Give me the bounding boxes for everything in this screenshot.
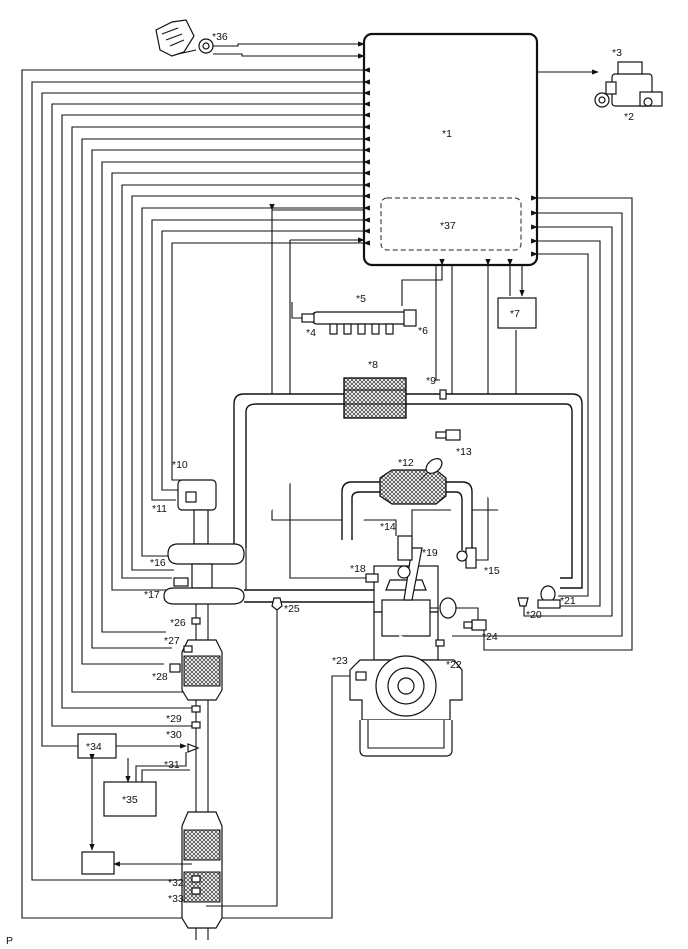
label-intercooler: *8 — [368, 359, 378, 371]
label-s14: *14 — [380, 521, 396, 533]
supply-pump-icon — [594, 61, 663, 108]
label-rail-left: *4 — [306, 327, 316, 339]
vacuum-actuator-icon — [430, 597, 487, 631]
label-egr-cooler: *12 — [398, 457, 414, 469]
sensor-31 — [187, 743, 200, 753]
sensor-28 — [169, 663, 181, 673]
label-s11: *11 — [152, 503, 167, 515]
egr-loop — [341, 481, 473, 550]
sensor-18 — [365, 573, 379, 583]
signal-wires-right — [452, 195, 633, 651]
label-common-rail: *5 — [356, 293, 366, 305]
label-s26: *26 — [170, 617, 186, 629]
label-injector: *19 — [422, 547, 438, 559]
label-s29: *29 — [166, 713, 182, 725]
box-35 — [103, 781, 157, 817]
exhaust-column — [181, 604, 223, 940]
label-s16: *16 — [150, 557, 166, 569]
sensor-15-ring — [456, 550, 468, 562]
corner-letter: P — [6, 935, 13, 947]
egr-cooler-icon — [379, 469, 447, 505]
label-pump-body: *2 — [624, 111, 634, 123]
label-s28: *28 — [152, 671, 168, 683]
sensor-33 — [191, 887, 201, 895]
label-s32: *32 — [168, 877, 184, 889]
sensor-21-icon — [537, 585, 561, 609]
label-s22: *22 — [446, 659, 462, 671]
box-7 — [497, 297, 537, 329]
label-ecm: *1 — [442, 128, 452, 140]
label-s33: *33 — [168, 893, 184, 905]
sensor-32 — [191, 875, 201, 883]
label-s15: *15 — [484, 565, 500, 577]
sensor-30 — [191, 721, 201, 729]
label-s27: *27 — [164, 635, 180, 647]
sensor-17 — [173, 577, 189, 587]
label-pump-valve: *3 — [612, 47, 622, 59]
throttle-valve-icon — [397, 535, 413, 579]
sensor-27 — [183, 645, 193, 653]
intercooler-icon — [343, 377, 407, 419]
box-bottom — [81, 851, 115, 875]
sensor-26 — [191, 617, 201, 625]
label-s9: *9 — [426, 375, 436, 387]
sensor-9 — [439, 389, 447, 400]
label-s18: *18 — [350, 563, 366, 575]
label-rail-right: *6 — [418, 325, 428, 337]
sensor-15 — [465, 547, 477, 569]
ecm-inner-dashed-box — [380, 197, 522, 251]
label-s30: *30 — [166, 729, 182, 741]
label-box7: *7 — [510, 308, 520, 320]
label-box35: *35 — [122, 794, 138, 806]
label-pedal: *36 — [212, 31, 228, 43]
sensor-20 — [517, 597, 529, 607]
sensor-29 — [191, 705, 201, 713]
label-s31: *31 — [164, 759, 180, 771]
sensor-25 — [271, 597, 283, 611]
egr-actuator-icon — [419, 458, 443, 481]
label-s24: *24 — [482, 631, 498, 643]
label-crank: *23 — [332, 655, 348, 667]
label-s17: *17 — [144, 589, 160, 601]
crank-sensor — [355, 671, 367, 681]
egr-valve-icon — [435, 429, 461, 441]
accelerator-pedal-icon — [155, 19, 214, 57]
intake-piping — [233, 393, 583, 589]
label-s20: *20 — [526, 609, 542, 621]
sensor-22 — [435, 639, 445, 647]
common-rail-icon — [301, 309, 417, 335]
label-dashed: *37 — [440, 220, 456, 232]
label-s25: *25 — [284, 603, 300, 615]
label-box34: *34 — [86, 741, 102, 753]
turbocharger-icon — [163, 479, 245, 605]
label-s21: *21 — [560, 595, 576, 607]
injector-icon — [403, 547, 423, 601]
label-s13: *13 — [456, 446, 472, 458]
label-turbo-top: *10 — [172, 459, 188, 471]
signal-wires-left — [21, 67, 370, 919]
